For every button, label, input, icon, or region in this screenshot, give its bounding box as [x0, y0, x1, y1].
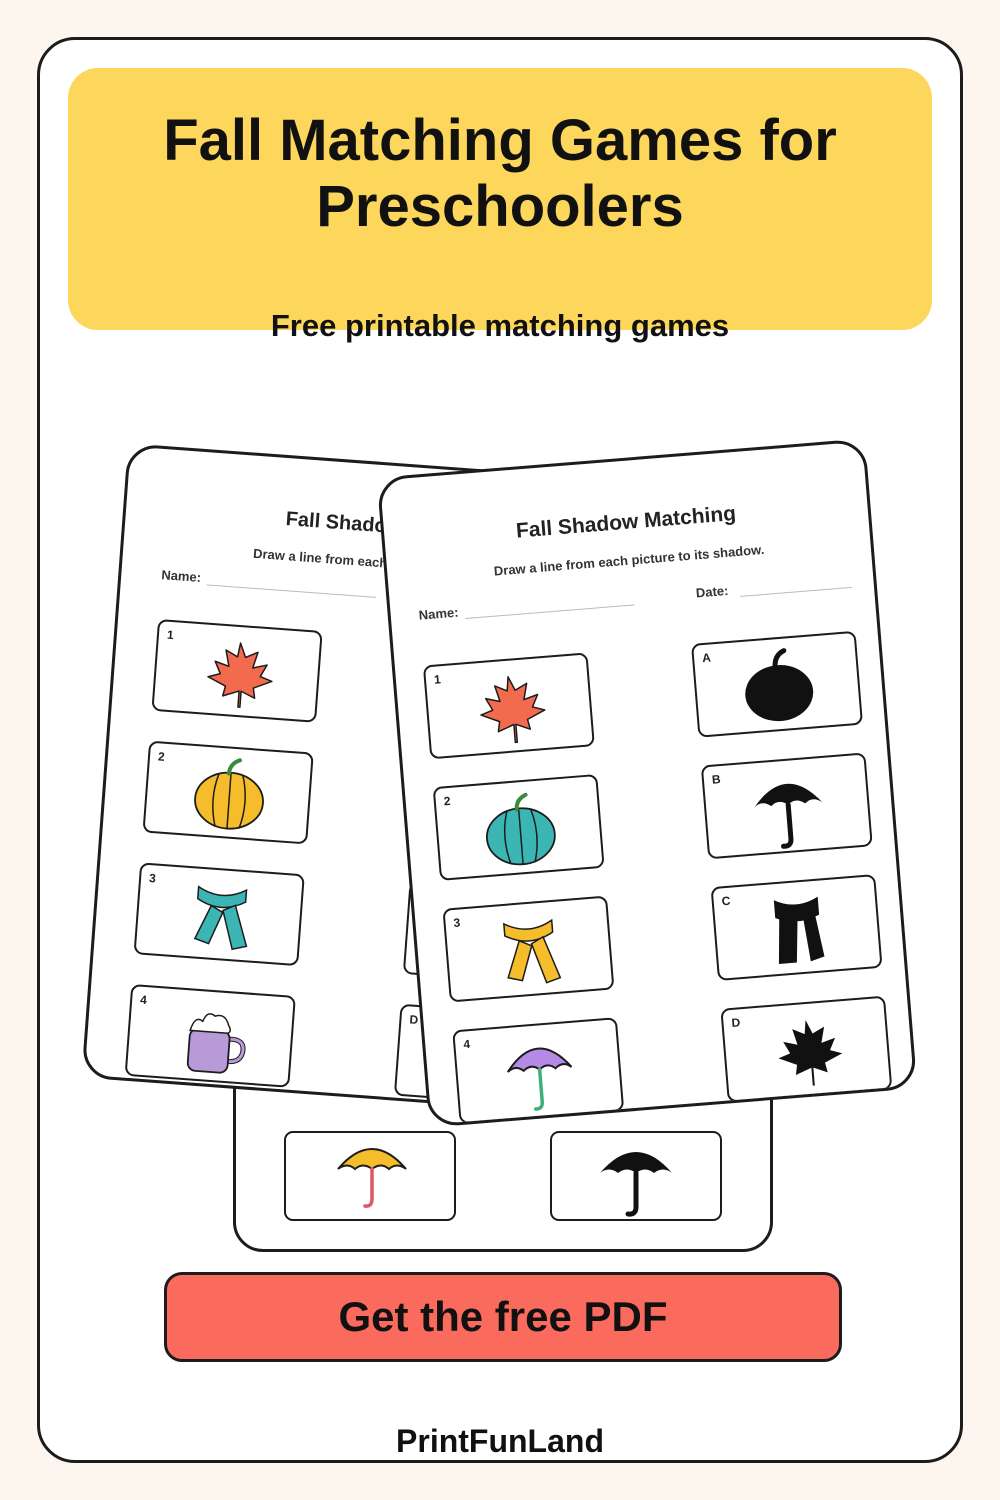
umbrella-shadow-icon: [600, 1152, 672, 1217]
get-free-pdf-button[interactable]: Get the free PDF: [164, 1272, 842, 1362]
front-shadow-box-b: B: [700, 752, 873, 860]
front-shadow-box-a: A: [690, 630, 864, 738]
left-picture-box-3: 3: [133, 862, 305, 967]
umbrella-icon: [506, 1047, 573, 1111]
front-picture-box-3: 3: [442, 895, 615, 1003]
pumpkin-icon: [194, 758, 264, 830]
umbrella-shadow-icon: [754, 783, 823, 849]
maple-leaf-icon: [480, 676, 546, 744]
scarf-icon: [502, 918, 562, 984]
front-picture-box-1: 1: [422, 652, 595, 760]
front-shadow-box-c: C: [710, 874, 883, 981]
brand-name: PrintFunLand: [396, 1423, 604, 1459]
front-name-label: Name:: [418, 604, 460, 623]
front-shadow-box-d: D: [720, 995, 893, 1103]
scarf-shadow-icon: [773, 896, 825, 965]
maple-leaf-shadow-icon: [778, 1020, 843, 1086]
page-subtitle: Free printable matching games: [270, 308, 730, 343]
front-picture-box-2: 2: [432, 773, 605, 881]
left-picture-box-2: 2: [142, 740, 314, 845]
shadow-box: [550, 1131, 722, 1221]
left-picture-box-4: 4: [124, 983, 296, 1088]
left-name-label: Name:: [160, 567, 202, 585]
front-picture-box-4: 4: [452, 1017, 625, 1125]
left-name-line: [206, 584, 377, 598]
title-banner: Fall Matching Games for Preschoolers Fre…: [68, 68, 932, 343]
worksheet-preview: Fall Shadow Matching Draw a line from ea…: [40, 40, 960, 1460]
maple-leaf-icon: [207, 642, 273, 708]
front-worksheet: Fall Shadow Matching Draw a line from ea…: [376, 438, 918, 1128]
front-name-line: [465, 604, 635, 620]
scarf-icon: [193, 885, 248, 951]
pumpkin-shadow-icon: [745, 648, 814, 722]
cocoa-mug-icon: [186, 1013, 246, 1074]
pumpkin-icon: [486, 792, 556, 866]
page-title: Fall Matching Games for Preschoolers: [163, 108, 837, 239]
umbrella-icon: [337, 1148, 407, 1208]
front-date-label: Date:: [695, 582, 729, 601]
left-picture-box-1: 1: [151, 618, 323, 723]
front-date-line: [740, 586, 853, 597]
picture-box: [284, 1131, 456, 1221]
pin-card: Fall Matching Games for Preschoolers Fre…: [37, 37, 963, 1463]
left-worksheet: Fall Shadow Matching Draw a line from ea…: [81, 443, 607, 1113]
